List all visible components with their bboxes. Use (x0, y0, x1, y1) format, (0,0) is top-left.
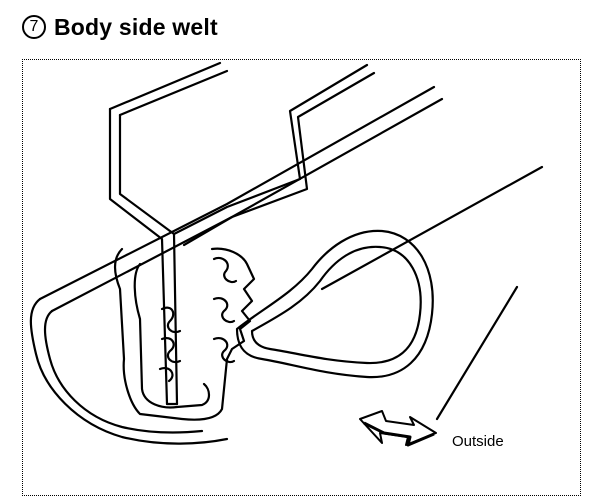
welt-grip-teeth-left (158, 306, 182, 383)
body-flange (108, 61, 376, 406)
welt-tube-lower-edge (435, 285, 519, 421)
welt-flange-slot (133, 262, 211, 409)
bulb-seal-inner (250, 245, 422, 365)
welt-body-profile (113, 247, 256, 421)
figure-frame (22, 59, 581, 496)
welt-lip-outer (29, 297, 229, 445)
bulb-seal-outer (235, 229, 434, 379)
welt-tube-back-line (320, 165, 544, 291)
welt-grip-teeth-right (212, 256, 238, 364)
step-number-badge: 7 (22, 15, 46, 39)
section-heading: 7 Body side welt (22, 10, 218, 44)
welt-lip-inner (43, 309, 204, 434)
outside-direction-arrow (359, 410, 437, 447)
outside-direction-label: Outside (452, 433, 504, 450)
body-side-welt-diagram (29, 61, 544, 447)
section-title: Body side welt (54, 13, 218, 40)
welt-tube-upper-edges (38, 85, 444, 313)
